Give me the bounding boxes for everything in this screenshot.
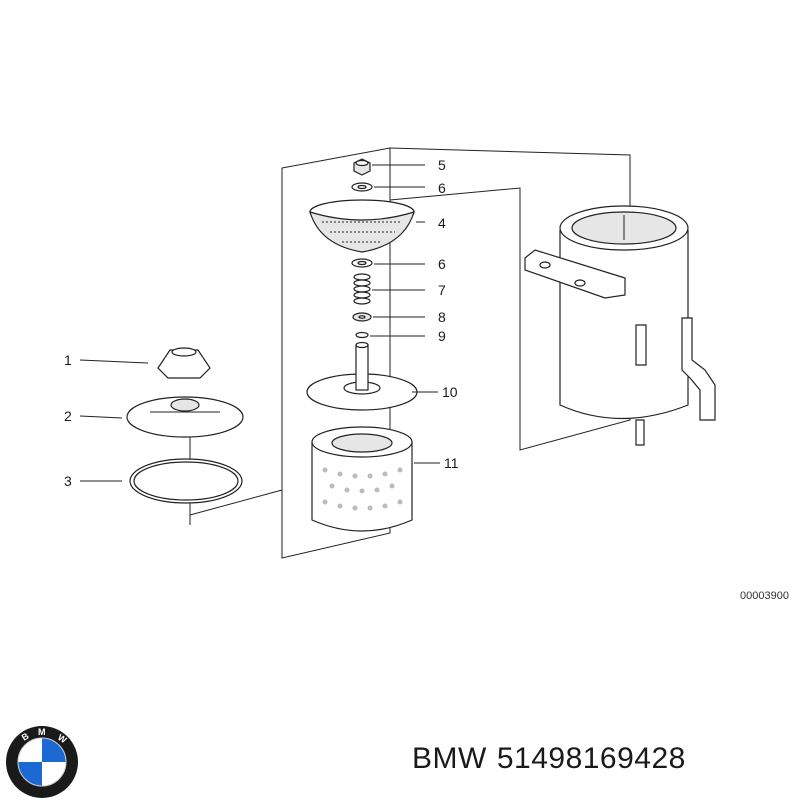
- caption-brand: BMW: [412, 742, 487, 775]
- caption-part-number: 51498169428: [496, 742, 686, 775]
- callout-7: 7: [438, 282, 446, 298]
- callout-3: 3: [64, 473, 72, 489]
- part-caption: BMW 51498169428: [412, 742, 686, 776]
- svg-text:M: M: [38, 727, 46, 737]
- callout-4: 4: [438, 215, 446, 231]
- part-4-strainer: [309, 199, 415, 253]
- part-8-washer: [352, 312, 372, 322]
- diagram-reference-number: 00003900: [740, 590, 789, 602]
- part-11-filter-element: [311, 426, 413, 532]
- part-1-cap: [157, 347, 211, 379]
- leader-lines: [79, 164, 440, 482]
- callout-labels: 1 2 3 5 6 4 6 7 8 9 10 11 00003900: [64, 157, 789, 602]
- part-3-seal-ring: [129, 458, 243, 504]
- callout-6a: 6: [438, 180, 446, 196]
- callout-8: 8: [438, 309, 446, 325]
- part-2-cover: [126, 396, 244, 438]
- callout-6b: 6: [438, 256, 446, 272]
- part-9-o-ring: [355, 331, 369, 339]
- callout-1: 1: [64, 352, 72, 368]
- callout-2: 2: [64, 408, 72, 424]
- callout-9: 9: [438, 328, 446, 344]
- svg-text:B: B: [20, 731, 31, 743]
- callout-10: 10: [442, 384, 458, 400]
- callout-5: 5: [438, 157, 446, 173]
- bmw-logo-icon: B M W: [6, 726, 78, 798]
- reservoir-housing: [524, 205, 716, 446]
- part-6-washer-top: [351, 182, 373, 192]
- part-5-nut: [353, 158, 371, 176]
- callout-11: 11: [444, 455, 459, 471]
- part-10-plate-with-rod: [306, 341, 418, 411]
- part-7-spring: [353, 273, 371, 305]
- part-6-washer-bottom: [351, 258, 373, 268]
